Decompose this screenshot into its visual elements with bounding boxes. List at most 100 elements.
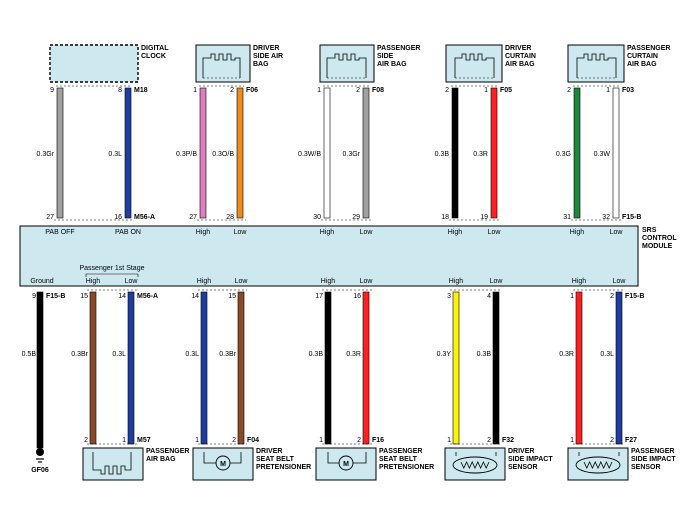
passenger_airbag-connector: M57: [137, 437, 151, 444]
pin-number: 2: [357, 437, 361, 444]
passenger_pretensioner-connector: F16: [372, 437, 384, 444]
wire-label: 0.3Br: [71, 351, 88, 358]
squib-icon: [576, 53, 617, 79]
passenger_side_impact_sensor-module-connector: F15-B: [625, 293, 644, 300]
module-pin: 31: [563, 214, 571, 221]
pin-number: 2: [487, 437, 491, 444]
clock-name: CLOCK: [141, 53, 166, 60]
wire-label: 0.3R: [559, 351, 574, 358]
wire-Br: [237, 291, 245, 445]
pin-number: 9: [50, 87, 54, 94]
sensor-ellipse: [452, 456, 498, 474]
module-terminal-label: PAB ON: [115, 229, 141, 236]
squib-icon: [202, 53, 241, 79]
wire-label: 0.3B: [477, 351, 492, 358]
module-pin: 27: [189, 214, 197, 221]
wire-label: 0.3L: [185, 351, 199, 358]
clock-module-connector: M56-A: [134, 214, 155, 221]
module-terminal-label: High: [449, 278, 464, 285]
ground-module-connector: F15-B: [46, 293, 65, 300]
passenger_pretensioner-name: PRETENSIONER: [379, 464, 434, 471]
driver_side_airbag-name: BAG: [253, 61, 269, 68]
wire-label: 0.3R: [473, 151, 488, 158]
driver_side_airbag-name: SIDE AIR: [253, 53, 283, 60]
module-terminal-label: High: [320, 229, 335, 236]
module-terminal-label: Low: [360, 278, 374, 285]
motor-symbol-text: M: [343, 461, 349, 468]
driver_curtain_airbag-name: DRIVER: [505, 45, 531, 52]
passenger_airbag-module-connector: M56-A: [137, 293, 158, 300]
pin-number: 2: [230, 87, 234, 94]
squib-icon: [326, 53, 367, 79]
module-terminal-label: Low: [360, 229, 374, 236]
squib-icon: [92, 452, 132, 475]
wire-P/B: [199, 87, 207, 219]
squib-element: [202, 53, 241, 78]
module-terminal-label: Ground: [30, 278, 53, 285]
module-terminal-label: Low: [234, 229, 248, 236]
module-pin: 18: [441, 214, 449, 221]
sensor-icon: [575, 452, 621, 474]
wire-Y: [452, 291, 460, 445]
wire-label: 0.3W: [594, 151, 611, 158]
module-terminal-label: Low: [488, 229, 502, 236]
wire-R: [362, 291, 370, 445]
wire-L: [127, 291, 135, 445]
wire-L: [615, 291, 623, 445]
pin-number: 2: [232, 437, 236, 444]
wire-label: 0.3Gr: [342, 151, 360, 158]
clock-box: [49, 44, 139, 83]
wire-R: [575, 291, 583, 445]
module-pin: 9: [32, 293, 36, 300]
passenger_side_airbag-connector: F08: [372, 87, 384, 94]
wire-label: 0.3B: [309, 351, 324, 358]
sensor-ellipse: [575, 456, 621, 474]
stage-label: Passenger 1st Stage: [80, 265, 145, 272]
module-pin: 16: [114, 214, 122, 221]
module-pin: 28: [226, 214, 234, 221]
wire-label: 0.3G: [556, 151, 571, 158]
wire-W/B: [323, 87, 331, 219]
wire-label: 0.3R: [346, 351, 361, 358]
module-name-line: MODULE: [642, 243, 673, 250]
driver_pretensioner-connector: F04: [247, 437, 259, 444]
pin-number: 2: [567, 87, 571, 94]
module-name-line: SRS: [642, 227, 657, 234]
module-pin: 4: [487, 293, 491, 300]
module-terminal-label: Low: [613, 278, 627, 285]
passenger_pretensioner-name: PASSENGER: [379, 448, 422, 455]
pin-number: 1: [195, 437, 199, 444]
passenger_side_impact_sensor-box: [567, 447, 629, 481]
clock-name: DIGITAL: [141, 45, 169, 52]
sensor-resistor: [583, 461, 613, 469]
squib-element: [454, 53, 495, 78]
motor-lead: [203, 452, 216, 464]
module-pin: 1: [570, 293, 574, 300]
driver_pretensioner-box: [192, 447, 254, 481]
pin-number: 8: [118, 87, 122, 94]
pin-number: 1: [606, 87, 610, 94]
wire-B: [324, 291, 332, 445]
wire-label: 0.3L: [108, 151, 122, 158]
module-terminal-label: Low: [125, 278, 139, 285]
driver_curtain_airbag-name: AIR BAG: [505, 61, 535, 68]
module-pin: 19: [480, 214, 488, 221]
module-terminal-label: High: [572, 278, 587, 285]
srs-control-module: [19, 225, 639, 287]
passenger_side_impact_sensor-name: PASSENGER: [631, 448, 674, 455]
passenger_curtain_airbag-name: PASSENGER: [627, 45, 670, 52]
driver_side_airbag-connector: F06: [246, 87, 258, 94]
wire-Br: [89, 291, 97, 445]
motor-lead: [353, 452, 367, 464]
module-pin: 14: [118, 293, 126, 300]
module-terminal-label: High: [86, 278, 101, 285]
driver_pretensioner-name: PRETENSIONER: [256, 464, 311, 471]
wire-L: [124, 87, 132, 219]
squib-element: [576, 53, 617, 78]
wire-label: 0.3B: [435, 151, 450, 158]
wire-label: 0.3O/B: [212, 151, 234, 158]
sensor-icon: [452, 452, 498, 474]
pin-number: 1: [193, 87, 197, 94]
pin-number: 1: [484, 87, 488, 94]
